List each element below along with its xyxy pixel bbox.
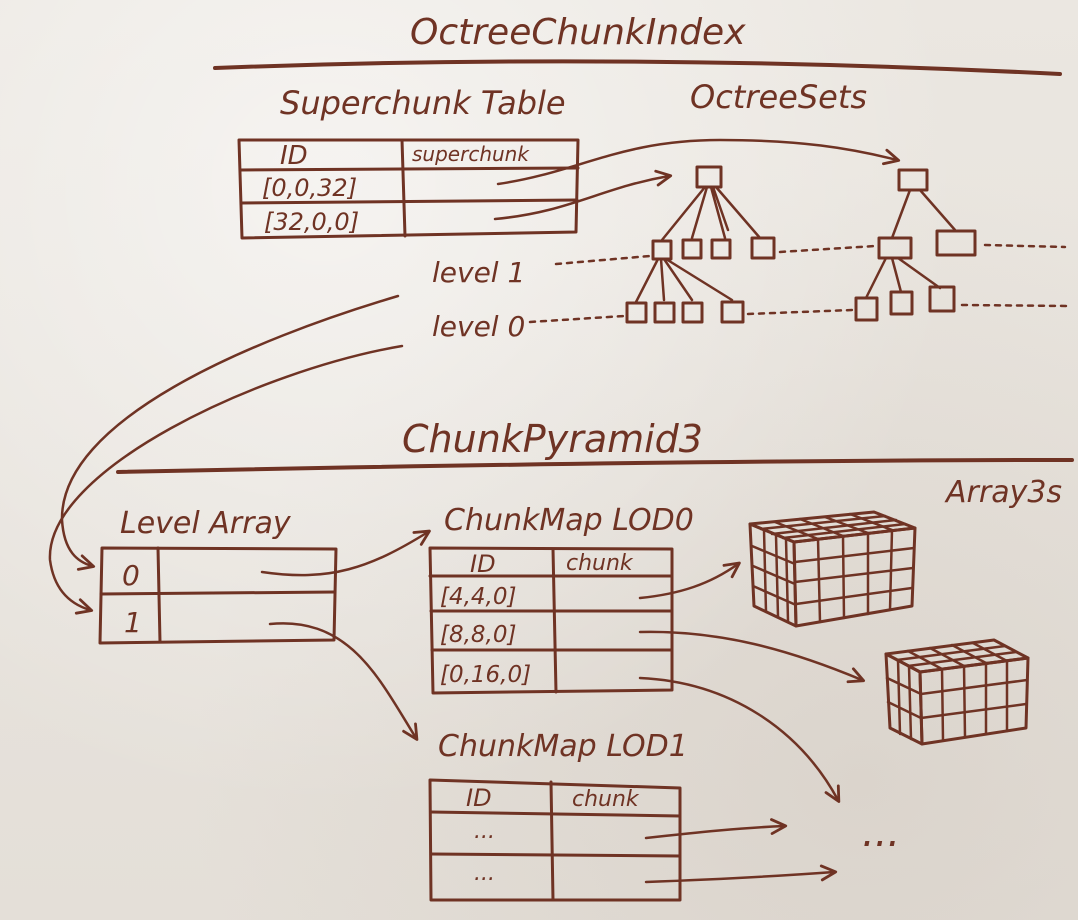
chunk-map-lod0: ChunkMap LOD0 ID chunk [4,4,0] [8,8,0] [… bbox=[428, 503, 694, 695]
cube-grid-lines bbox=[896, 658, 913, 741]
octree-node bbox=[653, 301, 676, 324]
level-array: Level Array 0 1 bbox=[98, 506, 338, 645]
octree-node bbox=[928, 285, 956, 313]
chunk-map-lod0-border bbox=[428, 546, 674, 695]
chunk-map-lod0-col-divider bbox=[551, 547, 558, 694]
octree-node bbox=[935, 229, 977, 257]
cube-grid-lines bbox=[885, 676, 923, 720]
chunk-pyramid-title: ChunkPyramid3 bbox=[402, 417, 703, 461]
level-0-pointer-arrow bbox=[48, 344, 404, 615]
chunk-map-lod1: ChunkMap LOD1 ID chunk ... ... bbox=[428, 729, 688, 902]
octree-node bbox=[681, 301, 704, 324]
superchunk-row-id: [32,0,0] bbox=[264, 208, 359, 236]
chunk-map-lod1-border bbox=[428, 778, 682, 902]
octree-chunk-index-section: OctreeChunkIndex Superchunk Table ID sup… bbox=[213, 12, 1072, 343]
level-array-row-divider bbox=[99, 590, 337, 596]
superchunk-pointer-arrow bbox=[493, 169, 673, 221]
superchunk-table-border bbox=[237, 138, 580, 240]
array3-cube bbox=[748, 510, 917, 628]
octree-chunk-index-title: OctreeChunkIndex bbox=[410, 12, 746, 53]
chunk-map-lod0-row-id: [0,16,0] bbox=[440, 662, 531, 688]
superchunk-pointer-arrow bbox=[496, 138, 901, 186]
level-0-guide-line bbox=[528, 303, 1072, 324]
level-1-guide-line bbox=[554, 243, 1067, 266]
octree-node bbox=[651, 239, 673, 261]
level-array-col-divider bbox=[156, 546, 162, 644]
octree-node bbox=[897, 168, 929, 192]
array3s-ellipsis: ... bbox=[862, 810, 900, 856]
octree-tree-1 bbox=[625, 165, 776, 324]
superchunk-header-superchunk: superchunk bbox=[412, 142, 530, 166]
level-array-pointer-arrow bbox=[260, 529, 431, 577]
chunk-pointer-arrow bbox=[644, 864, 838, 884]
cube-grid-lines bbox=[759, 514, 907, 540]
cube-grid-lines bbox=[940, 659, 1009, 742]
chunk-map-lod1-header-chunk: chunk bbox=[572, 787, 640, 812]
chunk-map-lod1-col-divider bbox=[549, 780, 555, 902]
level-array-index: 0 bbox=[122, 559, 140, 592]
octree-edges bbox=[890, 188, 957, 240]
superchunk-row-id: [0,0,32] bbox=[262, 174, 357, 202]
cube-grid-lines bbox=[793, 546, 916, 606]
cube-grid-lines bbox=[895, 644, 1018, 668]
array3-cube bbox=[884, 638, 1030, 746]
level-array-pointer-arrow bbox=[268, 622, 419, 741]
octree-node bbox=[695, 165, 723, 189]
cube-left-face bbox=[884, 652, 924, 746]
chunk-map-lod0-header-id: ID bbox=[470, 550, 496, 578]
chunk-map-lod0-title: ChunkMap LOD0 bbox=[444, 503, 694, 538]
chunk-pyramid-section: ChunkPyramid3 Level Array 0 1 ChunkMap L… bbox=[48, 294, 1074, 902]
superchunk-table-row-divider bbox=[238, 166, 580, 172]
octree-sets: OctreeSets bbox=[432, 78, 1072, 343]
level-array-index: 1 bbox=[124, 606, 142, 639]
chunk-pointer-arrow bbox=[644, 818, 788, 840]
chunk-map-lod1-title: ChunkMap LOD1 bbox=[438, 729, 688, 764]
chunk-map-lod1-header-id: ID bbox=[466, 784, 492, 812]
chunk-pyramid-underline bbox=[116, 458, 1074, 474]
octree-node bbox=[854, 296, 879, 322]
superchunk-header-id: ID bbox=[280, 141, 308, 171]
cube-front-face bbox=[792, 526, 917, 628]
octree-node bbox=[750, 236, 776, 260]
octree-node bbox=[889, 290, 914, 316]
chunk-pointer-arrow bbox=[638, 630, 866, 684]
octree-edges bbox=[660, 185, 762, 242]
chunk-map-lod1-row-divider bbox=[429, 852, 682, 858]
chunk-pointer-arrow bbox=[638, 676, 841, 803]
octree-node bbox=[625, 301, 648, 324]
octree-node bbox=[720, 300, 745, 324]
cube-grid-lines bbox=[919, 678, 1029, 720]
octree-level-label: level 0 bbox=[432, 310, 525, 343]
octree-tree-2 bbox=[854, 168, 977, 322]
octree-level-label: level 1 bbox=[432, 256, 525, 289]
chunk-map-lod1-row-divider bbox=[429, 810, 682, 818]
octree-node bbox=[877, 236, 913, 260]
octree-chunk-index-underline bbox=[213, 59, 1062, 76]
superchunk-table-row-divider bbox=[239, 198, 579, 205]
octree-edges bbox=[864, 256, 942, 300]
octree-edges bbox=[634, 257, 734, 304]
level-1-pointer-arrow bbox=[60, 294, 400, 571]
cube-front-face bbox=[918, 656, 1030, 746]
chunk-map-lod1-row-id: ... bbox=[474, 819, 495, 844]
cube-grid-lines bbox=[750, 544, 798, 607]
cube-grid-lines bbox=[906, 641, 1009, 671]
array3s: Array3s bbox=[748, 475, 1062, 856]
superchunk-table-col-divider bbox=[400, 138, 407, 238]
chunk-map-lod1-row-id: ... bbox=[474, 861, 495, 886]
level-array-border bbox=[98, 546, 338, 645]
chunk-map-lod0-row-id: [4,4,0] bbox=[440, 584, 516, 610]
array3s-title: Array3s bbox=[944, 475, 1062, 510]
chunk-map-lod0-row-id: [8,8,0] bbox=[440, 622, 516, 648]
superchunk-table-title: Superchunk Table bbox=[280, 84, 566, 122]
chunk-pointer-arrow bbox=[638, 561, 741, 600]
chunk-map-lod0-header-chunk: chunk bbox=[566, 551, 634, 576]
octree-node bbox=[710, 238, 732, 260]
octree-node bbox=[681, 238, 703, 260]
level-array-title: Level Array bbox=[120, 506, 292, 541]
octree-sets-title: OctreeSets bbox=[690, 78, 867, 116]
superchunk-table: Superchunk Table ID superchunk [0,0,32] … bbox=[237, 84, 580, 240]
